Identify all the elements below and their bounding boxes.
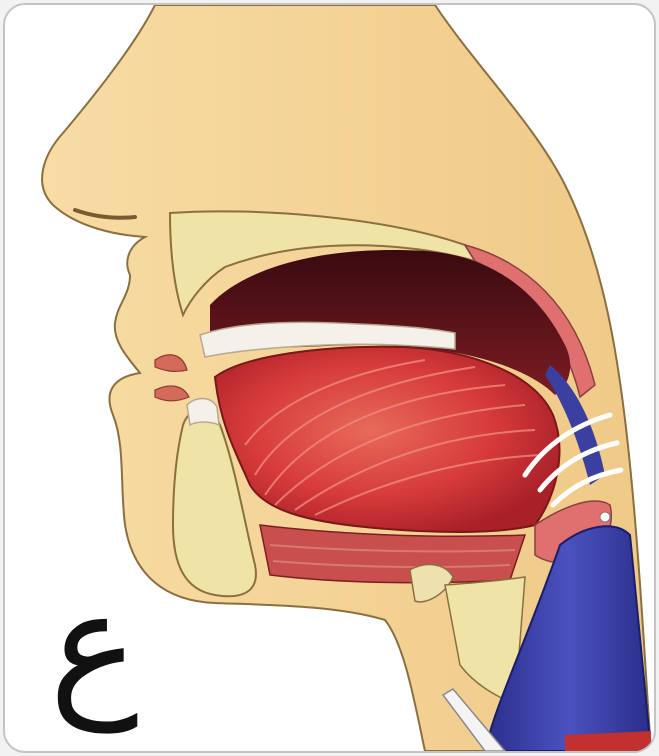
genioglossus <box>259 524 527 584</box>
mouth-cavity <box>210 250 571 395</box>
tongue <box>213 345 561 533</box>
bottom-accent <box>565 731 651 751</box>
pharynx-wall <box>545 365 605 485</box>
lower-jaw-bone <box>171 408 257 598</box>
nostril <box>73 208 137 220</box>
upper-teeth <box>199 321 456 358</box>
lower-lip <box>154 385 190 402</box>
arabic-letter: ع <box>49 559 139 733</box>
lower-teeth <box>186 397 220 427</box>
hyoid-bone <box>409 563 454 603</box>
diagram-card: ع <box>3 3 656 753</box>
upper-jaw-bone <box>168 210 478 318</box>
sound-waves-icon <box>522 412 624 508</box>
tongue-striations <box>244 359 541 516</box>
white-rod <box>441 688 506 751</box>
upper-lip <box>154 354 188 373</box>
head-cross-section <box>41 5 653 751</box>
